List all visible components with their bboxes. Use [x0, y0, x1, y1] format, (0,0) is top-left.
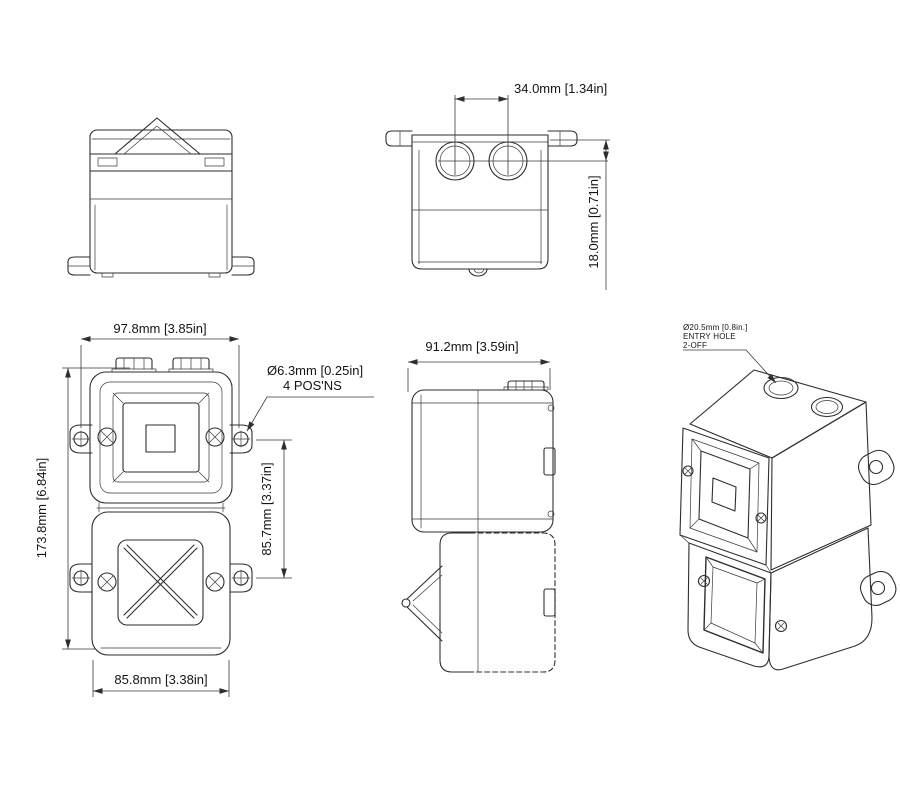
- entry-hole-label-line1: Ø20.5mm [0.8in.]: [683, 323, 748, 332]
- rear-foot-right: [231, 256, 255, 276]
- dim-body-width: 85.8mm [3.38in]: [92, 660, 230, 697]
- rear-view: [67, 117, 255, 278]
- iso-sounder-front: [687, 542, 772, 668]
- isometric-view: Ø20.5mm [0.8in.] ENTRY HOLE 2-OFF: [679, 323, 897, 671]
- iso-lens: [689, 438, 760, 553]
- dim-fixing-centres: 85.7mm [3.37in]: [256, 439, 292, 579]
- iso-screw-upper-right: [755, 512, 767, 524]
- bracket-triangle-outer: [114, 117, 201, 155]
- entry-hole-leader: [683, 349, 777, 384]
- annotation-entry-hole: Ø20.5mm [0.8in.] ENTRY HOLE 2-OFF: [683, 323, 777, 384]
- iso-screw-lower-left: [697, 574, 711, 588]
- dim-overall-height-label: 173.8mm [6.84in]: [34, 458, 49, 558]
- side-tab-lower: [543, 588, 556, 617]
- iso-screw-lower-right: [774, 619, 788, 633]
- iso-ear-lower: [859, 570, 897, 606]
- iso-right-face-lower: [768, 527, 873, 671]
- side-sounder-outline-right: [469, 532, 556, 673]
- rear-body-outline: [89, 129, 233, 274]
- sounder-diaphragm: [117, 539, 204, 626]
- sounder-body-outline: [91, 511, 231, 656]
- bracket-slot-right: [204, 157, 225, 167]
- side-bracket: [401, 565, 443, 642]
- iso-right-face-upper: [770, 401, 872, 571]
- top-view: 34.0mm [1.34in] 18.0mm [0.71in]: [385, 81, 610, 290]
- mount-ear-top-right: [229, 424, 253, 454]
- top-body-outline: [411, 134, 549, 270]
- dim-entry-spacing-label: 34.0mm [1.34in]: [514, 81, 607, 96]
- iso-gland-left: [763, 376, 799, 400]
- dim-entry-depth: 18.0mm [0.71in]: [438, 139, 610, 290]
- iso-gland-right: [810, 396, 844, 418]
- dim-fixing-centres-label: 85.7mm [3.37in]: [259, 462, 274, 555]
- iso-ear-upper: [857, 449, 895, 486]
- rear-foot-left: [67, 256, 91, 276]
- dim-body-depth: 91.2mm [3.59in]: [407, 339, 551, 392]
- screw-sounder-right: [205, 572, 225, 592]
- dim-overall-width-label: 97.8mm [3.85in]: [113, 321, 206, 336]
- mount-ear-top-left: [69, 424, 93, 454]
- mount-ear-bottom-right: [229, 563, 253, 593]
- gland-front-right: [168, 357, 214, 373]
- iso-screw-upper-left: [682, 465, 694, 477]
- dim-overall-width: 97.8mm [3.85in]: [80, 321, 240, 428]
- bracket-slot-left: [97, 157, 118, 167]
- beacon-lens: [99, 381, 223, 494]
- front-view: 97.8mm [3.85in] 173.8mm [6.84in] 85.7mm …: [34, 321, 374, 697]
- top-flange-left: [385, 130, 413, 147]
- beacon-body-outline: [89, 371, 233, 504]
- dim-body-depth-label: 91.2mm [3.59in]: [425, 339, 518, 354]
- iso-lens-center-square: [711, 477, 737, 512]
- fixing-holes-label-line2: 4 POS'NS: [283, 378, 342, 393]
- side-sounder-outline-left: [439, 532, 471, 673]
- mount-ear-bottom-left: [69, 563, 93, 593]
- gland-side: [503, 380, 549, 391]
- annotation-fixing-holes: Ø6.3mm [0.25in] 4 POS'NS: [246, 363, 374, 432]
- side-tab-upper: [543, 447, 556, 476]
- lens-center-square: [145, 424, 176, 453]
- screw-beacon-left: [97, 427, 117, 447]
- dim-overall-height: 173.8mm [6.84in]: [34, 367, 130, 650]
- dim-entry-spacing: 34.0mm [1.34in]: [454, 81, 607, 175]
- rear-mount-bracket: [89, 117, 233, 172]
- gland-front-left: [111, 357, 157, 373]
- screw-beacon-right: [205, 427, 225, 447]
- screw-sounder-left: [97, 572, 117, 592]
- bracket-triangle-inner: [123, 125, 192, 155]
- side-view: 91.2mm [3.59in]: [401, 339, 556, 673]
- iso-horn-opening: [703, 556, 766, 654]
- fixing-holes-label-line1: Ø6.3mm [0.25in]: [267, 363, 363, 378]
- entry-hole-label-line2: ENTRY HOLE: [683, 332, 736, 341]
- dim-body-width-label: 85.8mm [3.38in]: [114, 672, 207, 687]
- top-flange-right: [547, 130, 578, 147]
- entry-hole-label-line3: 2-OFF: [683, 341, 707, 350]
- fixing-holes-leader: [246, 396, 374, 432]
- iso-top-face: [689, 369, 867, 459]
- side-beacon-outline: [411, 389, 554, 533]
- dim-entry-depth-label: 18.0mm [0.71in]: [586, 175, 601, 268]
- top-bottom-tab: [468, 268, 488, 277]
